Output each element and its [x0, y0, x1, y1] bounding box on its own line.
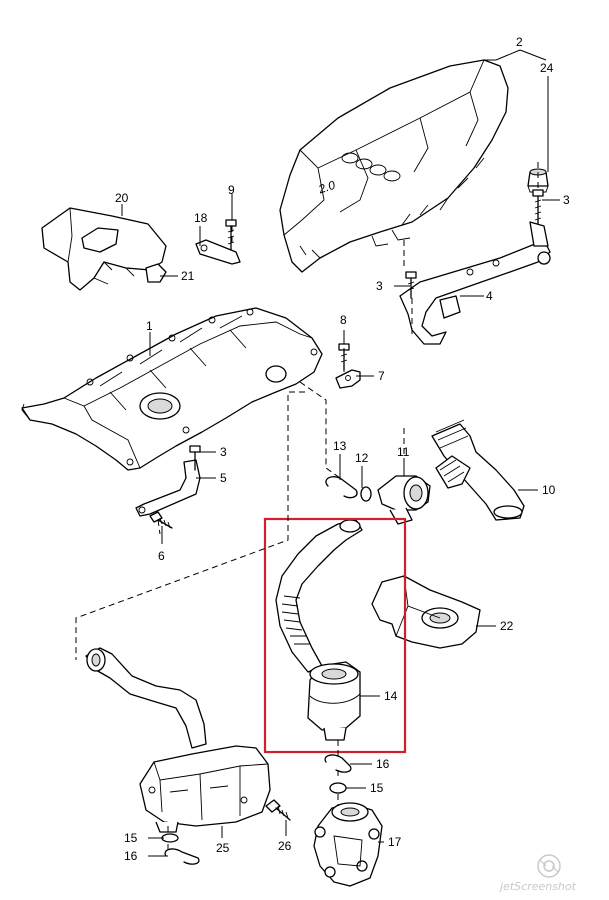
watermark: jetScreenshot [498, 854, 577, 893]
callout-11: 11 [397, 445, 410, 459]
callout-14: 14 [384, 689, 398, 703]
oil-separator-part-25 [85, 647, 271, 833]
cover-bolt-lower [405, 271, 417, 299]
camera-lens-icon [537, 854, 561, 878]
bracket-bolt-long [149, 511, 173, 529]
seal-part-15-right [329, 782, 347, 794]
small-bracket-part [195, 239, 241, 265]
spring-clip-part-13 [325, 476, 358, 499]
clip-part-21 [145, 263, 167, 283]
highlight-box [263, 517, 407, 754]
breather-hose-part-14 [275, 519, 363, 741]
housing-part-17 [313, 802, 383, 887]
callout-13: 13 [333, 439, 347, 453]
intake-hose-part-10 [431, 419, 525, 521]
callout-9: 9 [228, 183, 235, 197]
callout-5: 5 [220, 471, 227, 485]
bolt-part-8 [338, 343, 350, 371]
callout-6: 6 [158, 549, 165, 563]
callout-15-right: 15 [370, 781, 384, 795]
callout-8: 8 [340, 313, 347, 327]
clip-part-16-right [324, 754, 352, 773]
side-cover-part [41, 207, 167, 291]
cylinder-head-cover-part [21, 307, 323, 471]
callout-3-bracket: 3 [376, 279, 383, 293]
callout-22: 22 [500, 619, 514, 633]
clip-part-16-left [164, 848, 200, 865]
engine-cover-part: 2.0 [279, 59, 509, 273]
callout-16-right: 16 [376, 757, 390, 771]
pressure-valve-part-11 [377, 475, 431, 525]
seal-part-15-left [161, 833, 179, 843]
callout-10: 10 [542, 483, 556, 497]
o-ring-part-12 [360, 486, 372, 502]
callout-17: 17 [388, 835, 402, 849]
callout-15-left: 15 [124, 831, 138, 845]
callout-4: 4 [486, 289, 493, 303]
callout-1: 1 [146, 319, 153, 333]
bolt-part-26 [265, 799, 291, 821]
long-bracket-part [135, 459, 201, 517]
heat-shield-part-22 [371, 575, 481, 649]
engine-cover-badge: 2.0 [316, 178, 337, 197]
callout-25: 25 [216, 841, 230, 855]
callout-3-head: 3 [220, 445, 227, 459]
callout-7: 7 [378, 369, 385, 383]
callout-21: 21 [181, 269, 195, 283]
cover-bolt-upper [532, 189, 544, 225]
callout-26: 26 [278, 839, 292, 853]
callout-16-left: 16 [124, 849, 138, 863]
watermark-text: jetScreenshot [498, 880, 577, 893]
cover-bracket-part [399, 221, 551, 345]
bracket-part-7 [335, 369, 361, 389]
callout-12: 12 [355, 451, 369, 465]
callout-18: 18 [194, 211, 208, 225]
callout-20: 20 [115, 191, 129, 205]
callout-2: 2 [516, 35, 523, 49]
callout-3-cover: 3 [563, 193, 570, 207]
callout-24: 24 [540, 61, 554, 75]
bracket-bolt-part [225, 219, 237, 251]
